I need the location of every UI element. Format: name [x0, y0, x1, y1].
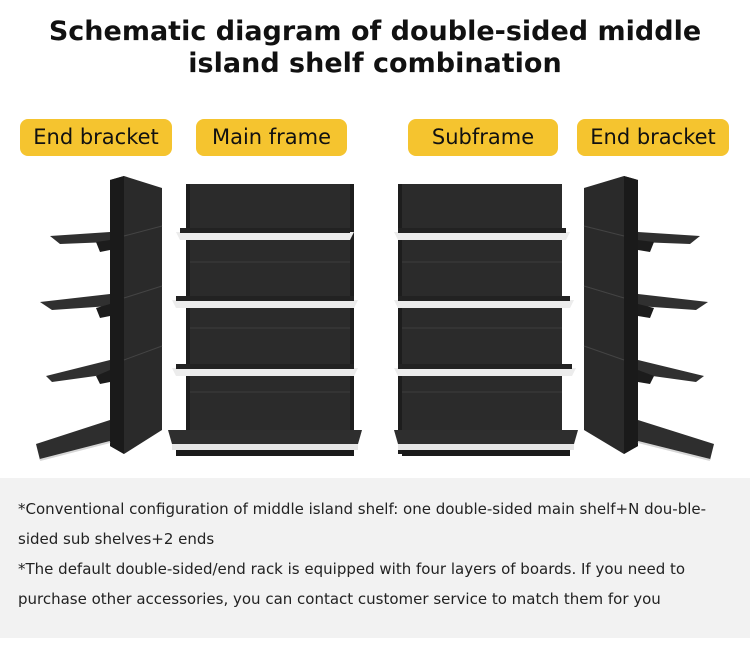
notes-box: *Conventional configuration of middle is… [0, 478, 750, 638]
main-frame-image [168, 184, 362, 456]
label-end-bracket-left: End bracket [20, 119, 172, 156]
note-default-layers: *The default double-sided/end rack is eq… [18, 560, 686, 608]
end-bracket-right-image [583, 176, 714, 461]
label-main-frame: Main frame [196, 119, 347, 156]
subframe-image [394, 184, 578, 456]
label-end-bracket-right: End bracket [577, 119, 729, 156]
title-line-2: island shelf combination [188, 48, 562, 79]
diagram-title: Schematic diagram of double-sided middle… [0, 16, 750, 80]
shelf-illustration [36, 176, 714, 461]
note-configuration: *Conventional configuration of middle is… [18, 500, 707, 548]
end-bracket-left-image [36, 176, 163, 461]
label-subframe: Subframe [408, 119, 558, 156]
title-line-1: Schematic diagram of double-sided middle [48, 16, 702, 47]
